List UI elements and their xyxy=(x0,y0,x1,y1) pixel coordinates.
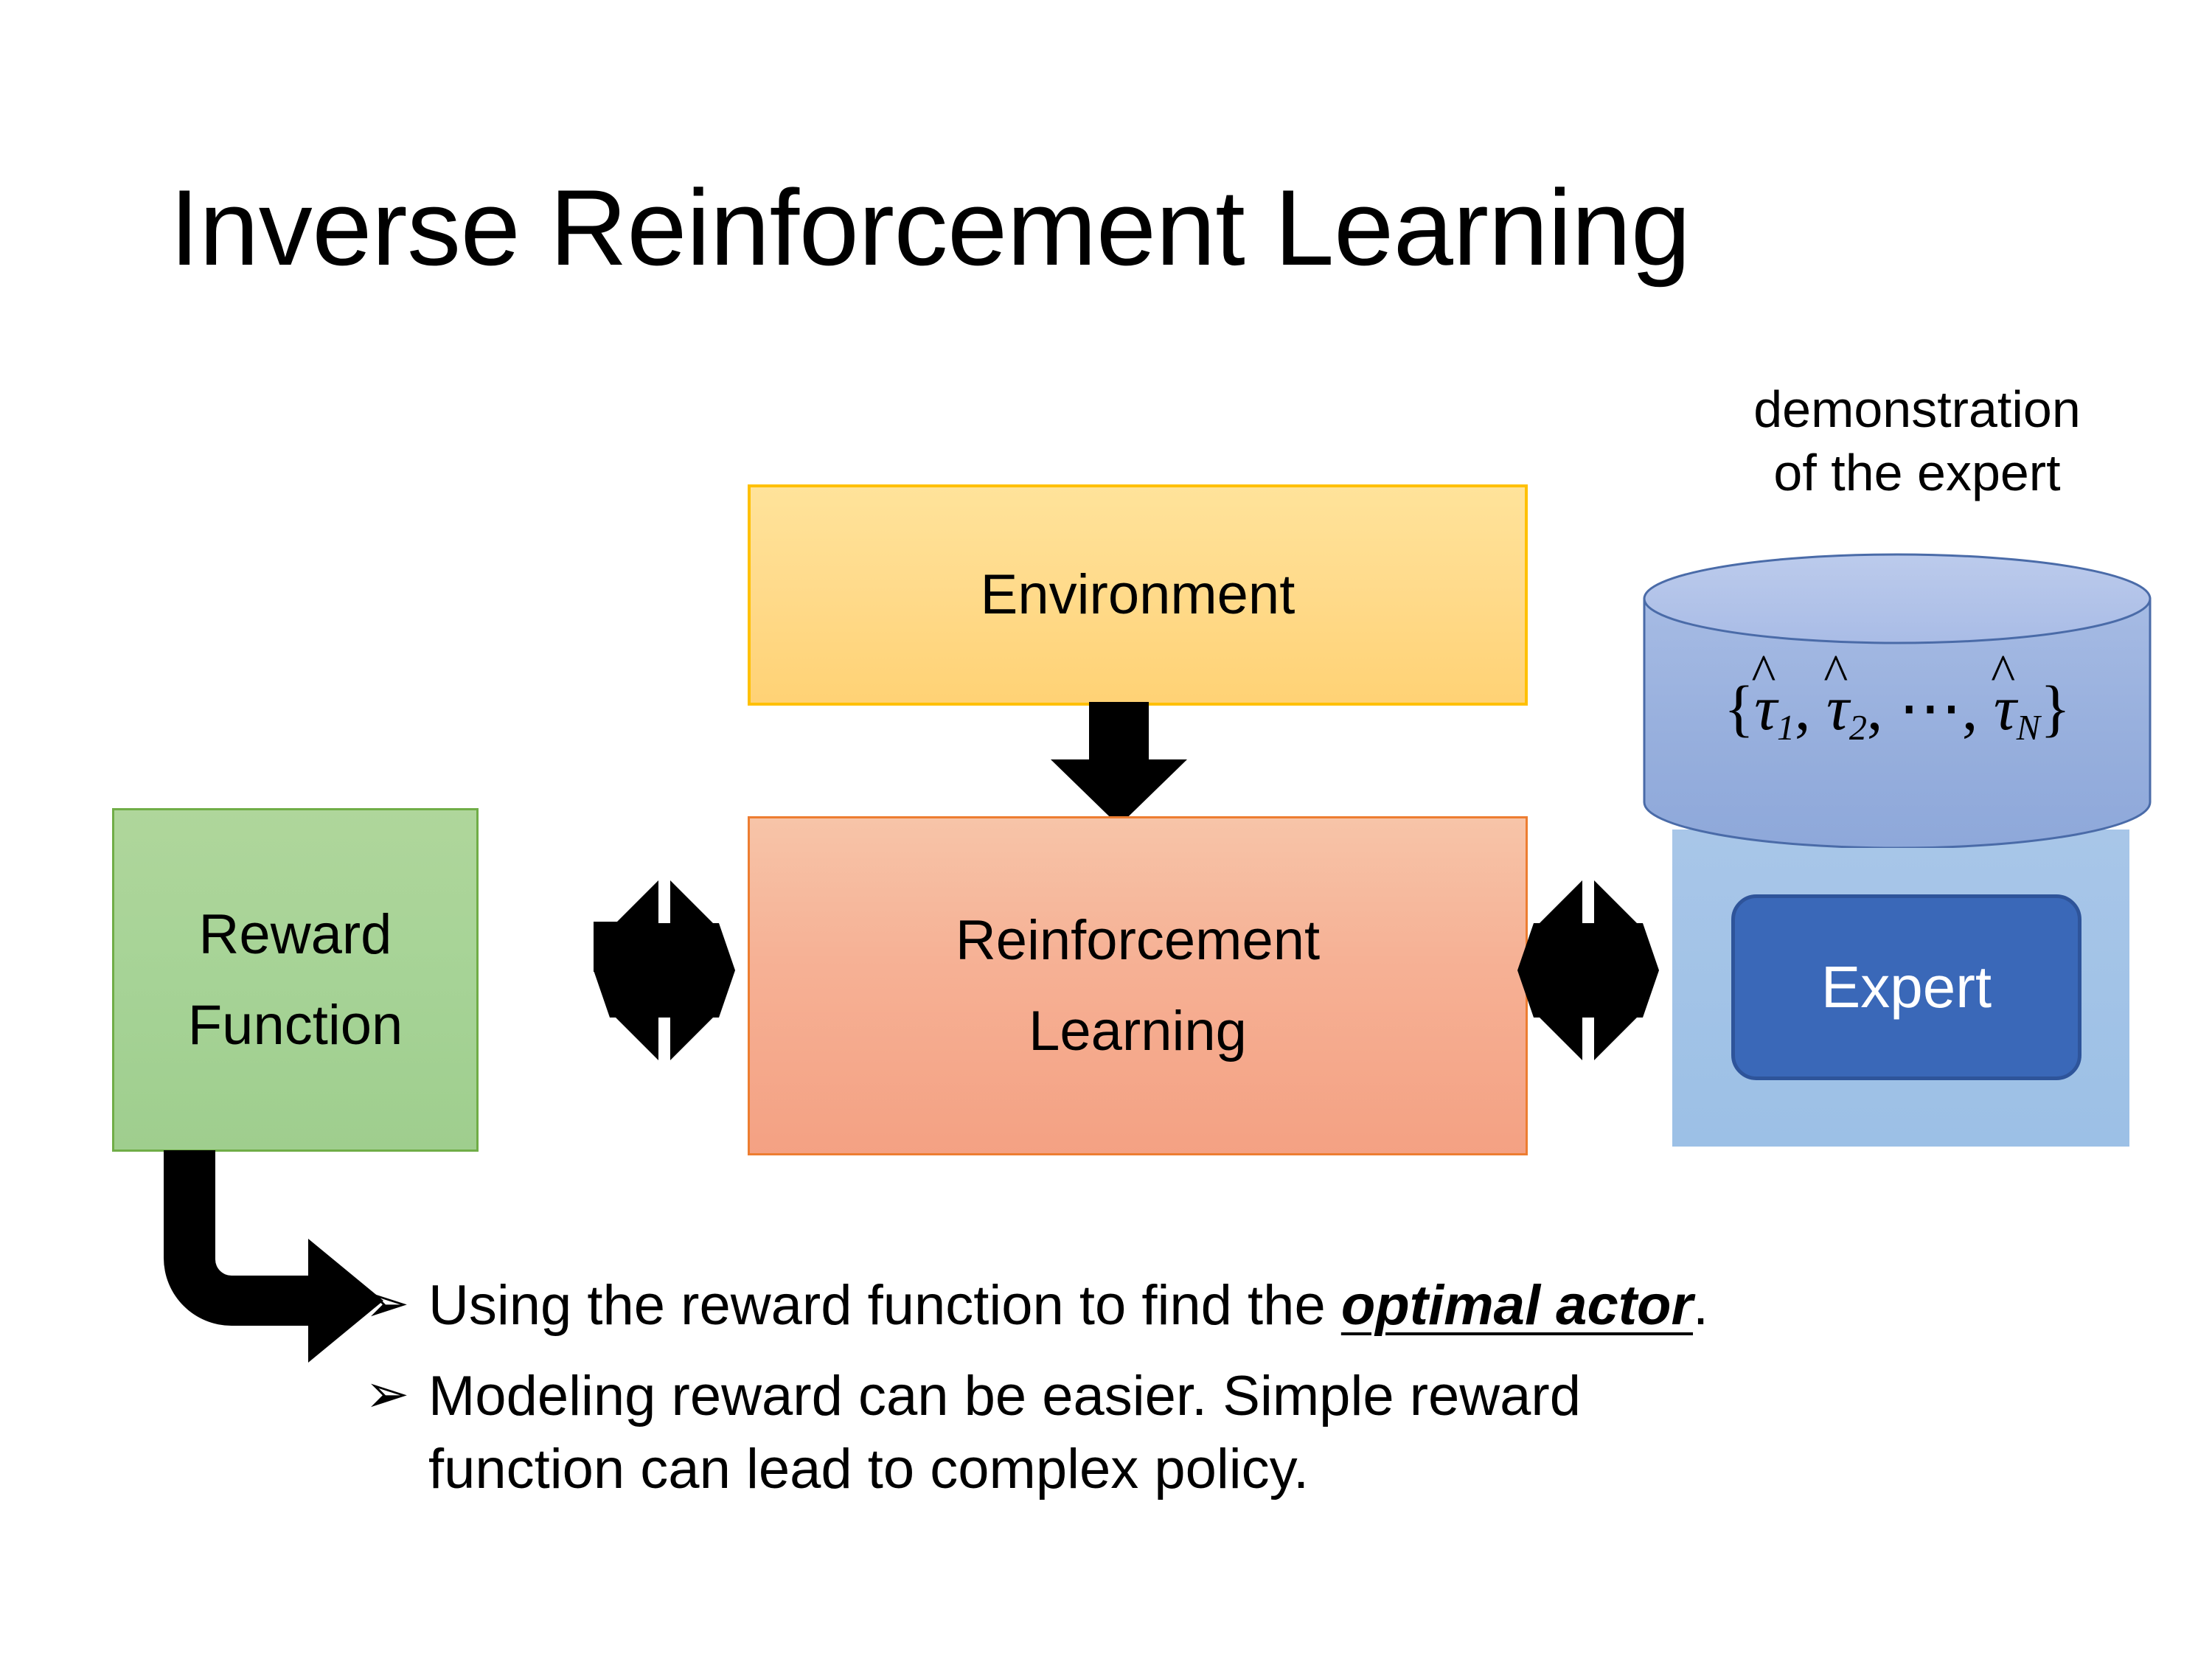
bullet-list: ➢ Using the reward function to find the … xyxy=(365,1270,2098,1523)
list-item: ➢ Modeling reward can be easier. Simple … xyxy=(365,1360,2098,1506)
four-way-arrow-icon-left xyxy=(594,877,735,1063)
reinforcement-learning-box: Reinforcement Learning xyxy=(748,816,1528,1155)
demonstration-caption-line1: demonstration xyxy=(1753,380,2081,438)
expert-box: Expert xyxy=(1731,894,2081,1080)
rl-label-line2: Learning xyxy=(1029,1000,1247,1062)
reward-function-label: Reward Function xyxy=(188,889,403,1071)
expert-label: Expert xyxy=(1820,954,1992,1020)
bullet-1-emphasis: optimal actor xyxy=(1340,1274,1694,1337)
environment-box: Environment xyxy=(748,484,1528,706)
rl-label-line1: Reinforcement xyxy=(955,908,1321,972)
elbow-arrow-icon xyxy=(164,1150,383,1363)
four-way-arrow-icon-right xyxy=(1517,877,1659,1063)
database-cylinder-icon xyxy=(1643,553,2152,848)
demonstration-formula: {τ^1, τ^2, ⋯, τ^N} xyxy=(1723,644,2071,748)
bullet-text-2: Modeling reward can be easier. Simple re… xyxy=(428,1360,1581,1506)
bullet-marker-icon: ➢ xyxy=(365,1364,410,1424)
page-title: Inverse Reinforcement Learning xyxy=(170,167,1691,288)
bullet-1-text-before: Using the reward function to find the xyxy=(428,1274,1341,1337)
down-arrow-icon xyxy=(1051,702,1187,826)
demonstration-caption: demonstration of the expert xyxy=(1644,378,2190,504)
demonstration-caption-line2: of the expert xyxy=(1773,444,2061,502)
bullet-marker-icon: ➢ xyxy=(365,1274,410,1333)
bullet-2-line2: function can lead to complex policy. xyxy=(428,1437,1310,1500)
reward-label-line2: Function xyxy=(187,994,403,1057)
list-item: ➢ Using the reward function to find the … xyxy=(365,1270,2098,1343)
reward-function-box: Reward Function xyxy=(112,808,479,1152)
reward-label-line1: Reward xyxy=(198,902,392,966)
bullet-text-1: Using the reward function to find the op… xyxy=(428,1270,1708,1343)
environment-label: Environment xyxy=(980,563,1295,627)
reinforcement-learning-label: Reinforcement Learning xyxy=(956,895,1320,1077)
bullet-1-text-after: . xyxy=(1693,1274,1709,1337)
bullet-2-text-before: Modeling reward can be easier. Simple re… xyxy=(428,1364,1582,1427)
